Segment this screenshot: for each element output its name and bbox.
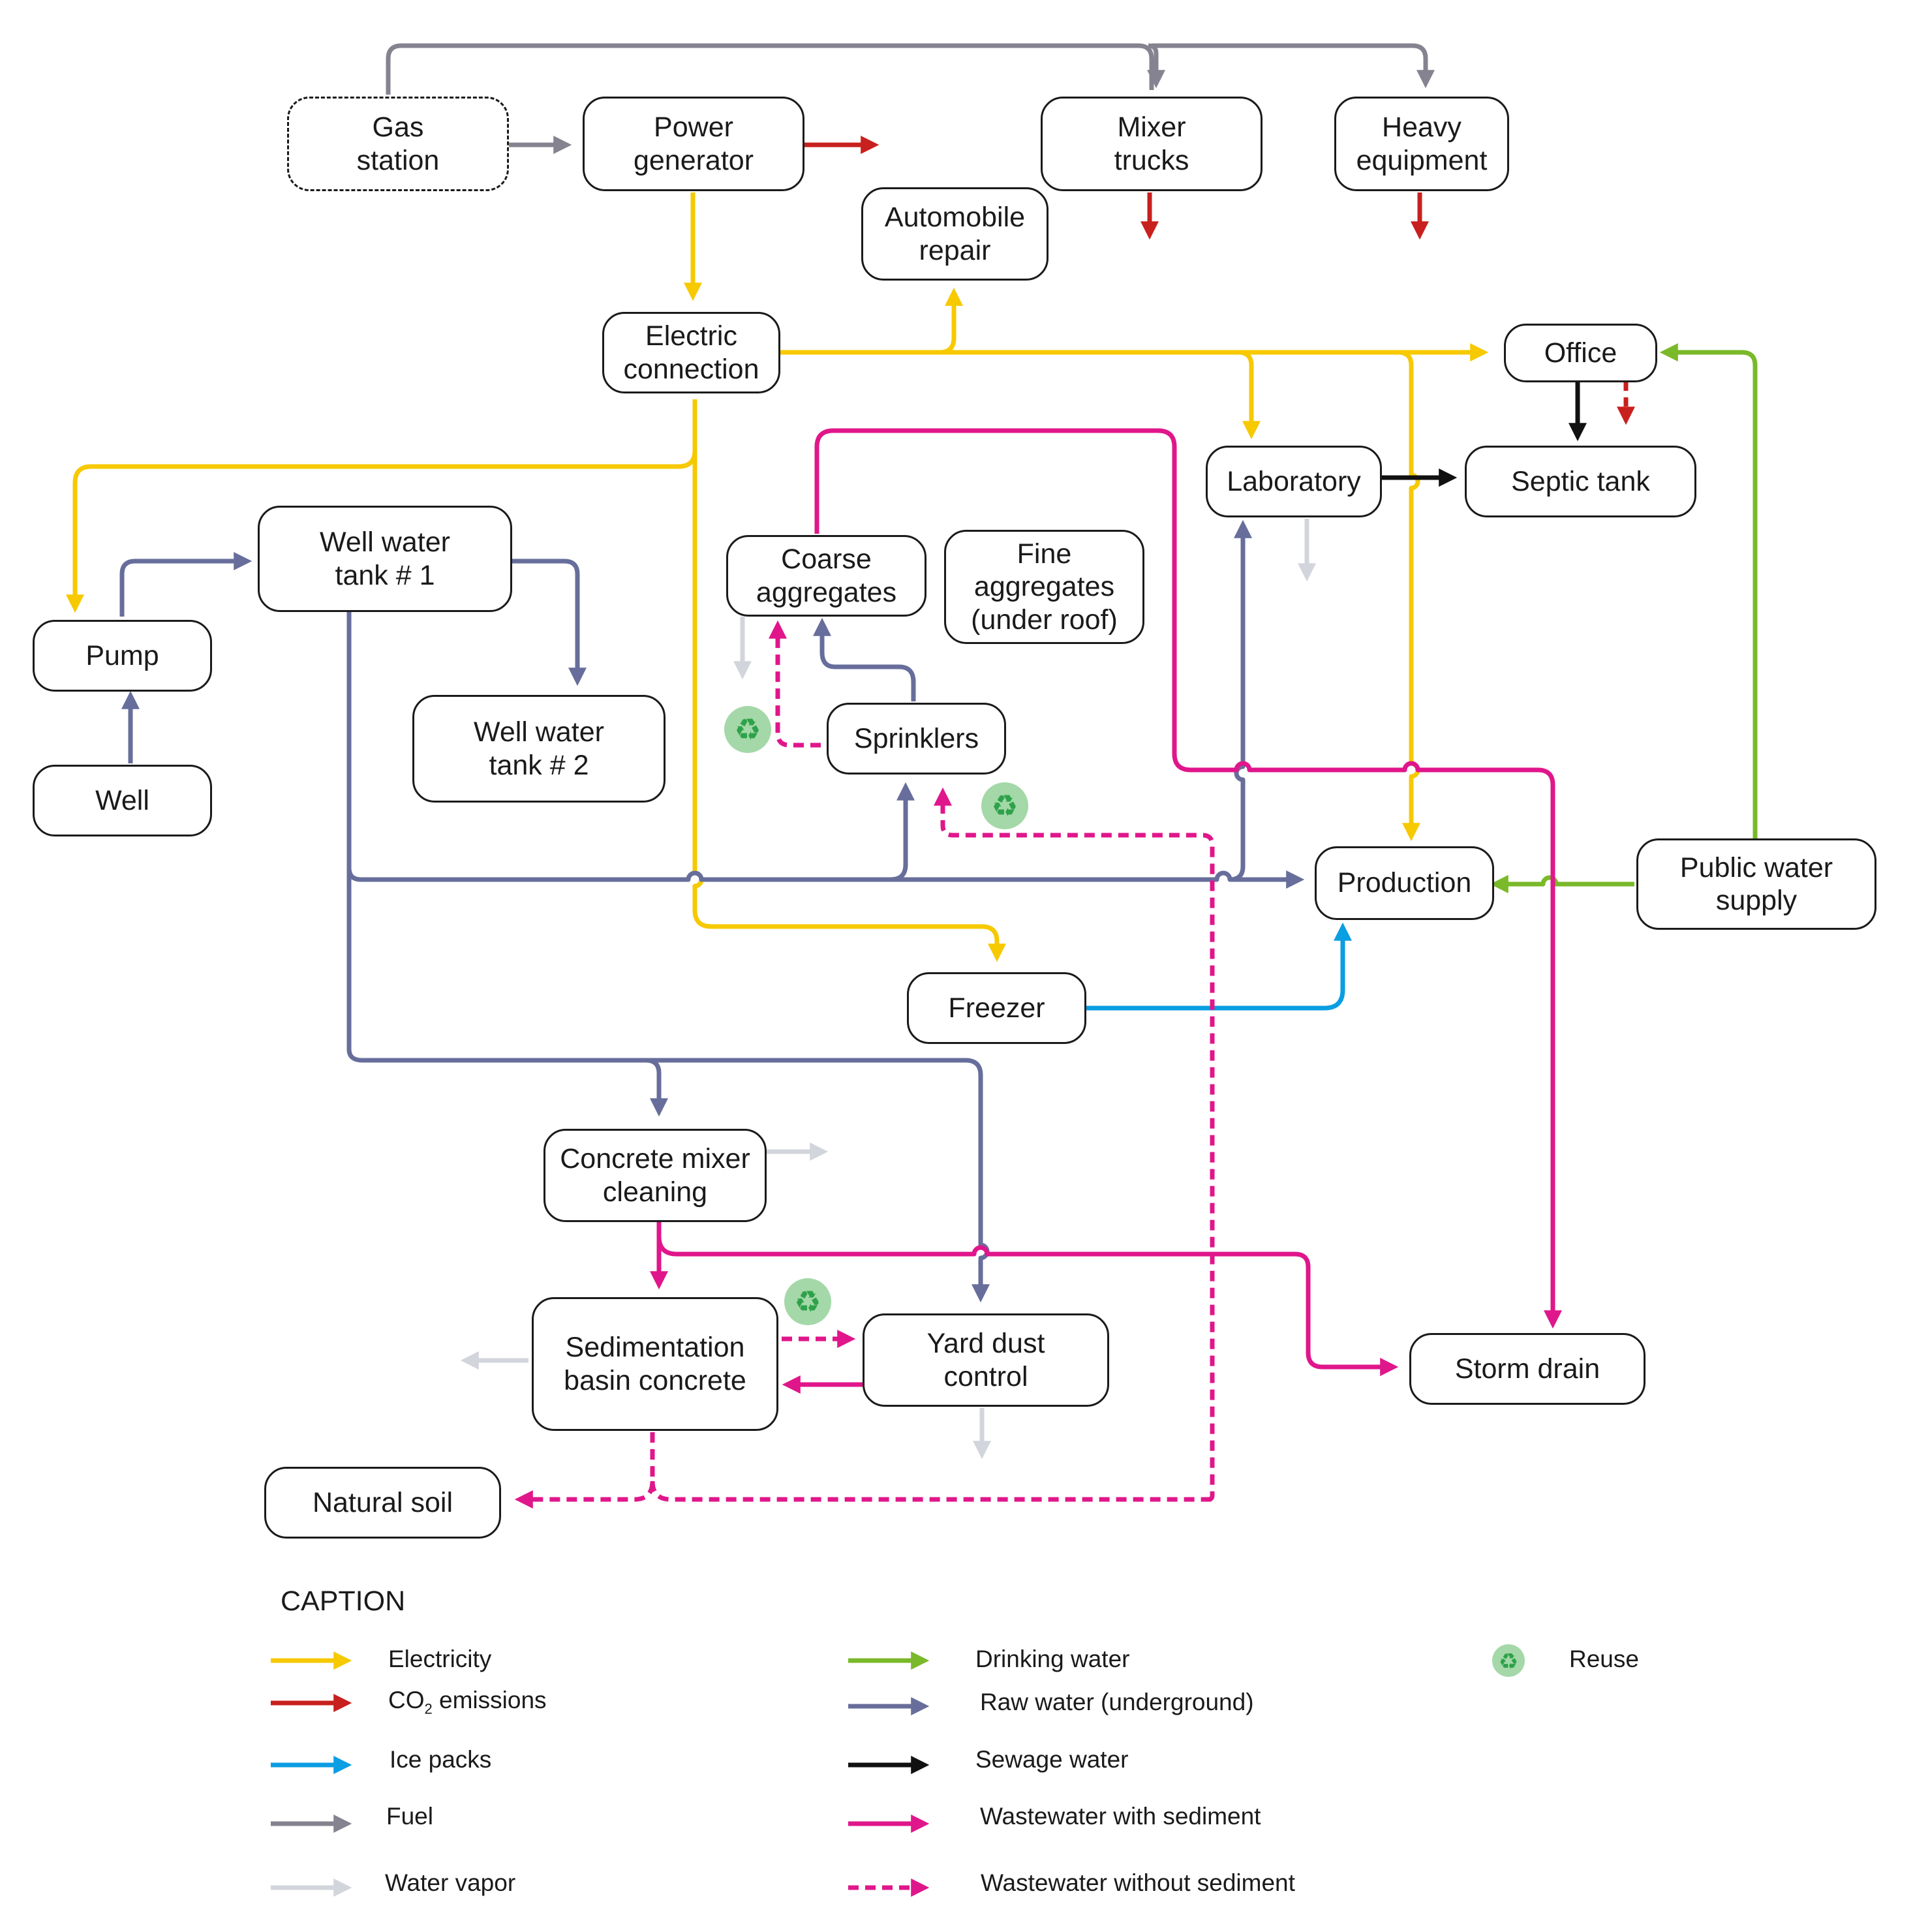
node-well: Well	[33, 765, 212, 836]
node-coarse-aggregates: Coarse aggregates	[726, 535, 926, 617]
node-electric-connection: Electric connection	[602, 312, 780, 393]
wastewater-arrow-sedimentation-to-soil	[514, 1432, 655, 1509]
node-well-water-tank-1: Well water tank # 1	[258, 506, 512, 612]
raw-water-arrow-pump-to-tank1	[119, 552, 253, 617]
caption-title: CAPTION	[281, 1586, 406, 1617]
wastewater-arrow-mixer-to-storm-drain	[656, 1236, 1399, 1376]
node-natural-soil: Natural soil	[264, 1467, 501, 1539]
svg-text:♻: ♻	[734, 712, 761, 747]
reuse-icon-sprinklers-return: ♻	[981, 782, 1028, 829]
svg-text:♻: ♻	[991, 788, 1018, 823]
node-automobile-repair: Automobile repair	[861, 187, 1048, 281]
raw-water-arrow-to-concrete-mixer	[346, 868, 668, 1117]
legend-co2-label: CO2 emissions	[388, 1687, 547, 1717]
fuel-arrow-gas-to-trucks	[386, 43, 1154, 95]
drinking-water-arrow-to-production	[1490, 875, 1634, 893]
legend-water-vapor-label: Water vapor	[385, 1869, 516, 1896]
legend-wastewater-no-sediment-label: Wastewater without sediment	[981, 1869, 1295, 1896]
node-production: Production	[1315, 846, 1494, 920]
raw-water-arrow-sprinklers-to-coarse	[813, 617, 916, 701]
raw-water-arrow-to-sprinklers	[890, 782, 915, 882]
raw-water-arrow-tank1-to-tank2	[509, 559, 587, 686]
node-sedimentation-basin: Sedimentation basin concrete	[532, 1297, 778, 1431]
node-public-water-supply: Public water supply	[1636, 838, 1876, 930]
legend-fuel-label: Fuel	[386, 1803, 433, 1830]
fuel-arrow-to-heavy-equipment	[1152, 43, 1435, 89]
node-well-water-tank-2: Well water tank # 2	[412, 695, 666, 803]
raw-water-arrow-tank1-to-production	[346, 612, 1305, 889]
legend-reuse-label: Reuse	[1569, 1646, 1639, 1672]
node-office: Office	[1504, 324, 1657, 382]
svg-text:♻: ♻	[1499, 1649, 1518, 1675]
node-concrete-mixer-cleaning: Concrete mixer cleaning	[543, 1129, 767, 1222]
legend-co2-suffix: emissions	[439, 1687, 547, 1713]
legend-wastewater-sediment-label: Wastewater with sediment	[980, 1803, 1261, 1830]
legend-reuse-icon: ♻	[1492, 1644, 1525, 1677]
svg-text:♻: ♻	[794, 1284, 821, 1319]
electricity-arrow-to-laboratory	[1238, 350, 1261, 440]
reuse-icon-yard-dust: ♻	[784, 1278, 831, 1325]
legend-drinking-water-label: Drinking water	[975, 1646, 1130, 1672]
legend-co2-sub: 2	[424, 1700, 433, 1717]
node-septic-tank: Septic tank	[1465, 446, 1696, 517]
legend-electricity-label: Electricity	[388, 1646, 492, 1672]
node-laboratory: Laboratory	[1206, 446, 1382, 517]
reuse-icon-sprinklers: ♻	[724, 706, 771, 753]
electricity-arrow-to-automobile-repair	[939, 287, 963, 355]
ice-packs-arrow-freezer-to-production	[1083, 922, 1352, 1011]
fuel-arrow-to-mixer-trucks	[1147, 43, 1165, 89]
node-storm-drain: Storm drain	[1409, 1333, 1645, 1405]
raw-water-arrow-to-laboratory	[1229, 519, 1252, 882]
wastewater-arrow-sedimentation-bottom	[650, 1480, 1212, 1502]
raw-water-arrow-to-yard-dust	[646, 1058, 990, 1303]
node-pump: Pump	[33, 620, 212, 692]
node-freezer: Freezer	[907, 972, 1086, 1044]
node-fine-aggregates: Fine aggregates (under roof)	[944, 530, 1144, 644]
node-heavy-equipment: Heavy equipment	[1334, 97, 1509, 191]
node-yard-dust-control: Yard dust control	[863, 1313, 1109, 1407]
node-mixer-trucks: Mixer trucks	[1041, 97, 1263, 191]
recycled-water-arrow-sprinklers-to-coarse	[769, 620, 821, 748]
legend-raw-water-label: Raw water (underground)	[980, 1689, 1254, 1715]
node-power-generator: Power generator	[583, 97, 804, 191]
legend-ice-packs-label: Ice packs	[390, 1746, 492, 1773]
electricity-arrow-to-production	[1398, 350, 1420, 842]
legend-sewage-water-label: Sewage water	[975, 1746, 1129, 1773]
node-sprinklers: Sprinklers	[827, 703, 1006, 774]
node-gas-station: Gas station	[287, 97, 509, 191]
legend-co2-prefix: CO	[388, 1687, 425, 1713]
wastewater-arrow-coarse-to-storm-drain	[814, 428, 1562, 1329]
drinking-water-arrow-to-office	[1659, 343, 1758, 838]
